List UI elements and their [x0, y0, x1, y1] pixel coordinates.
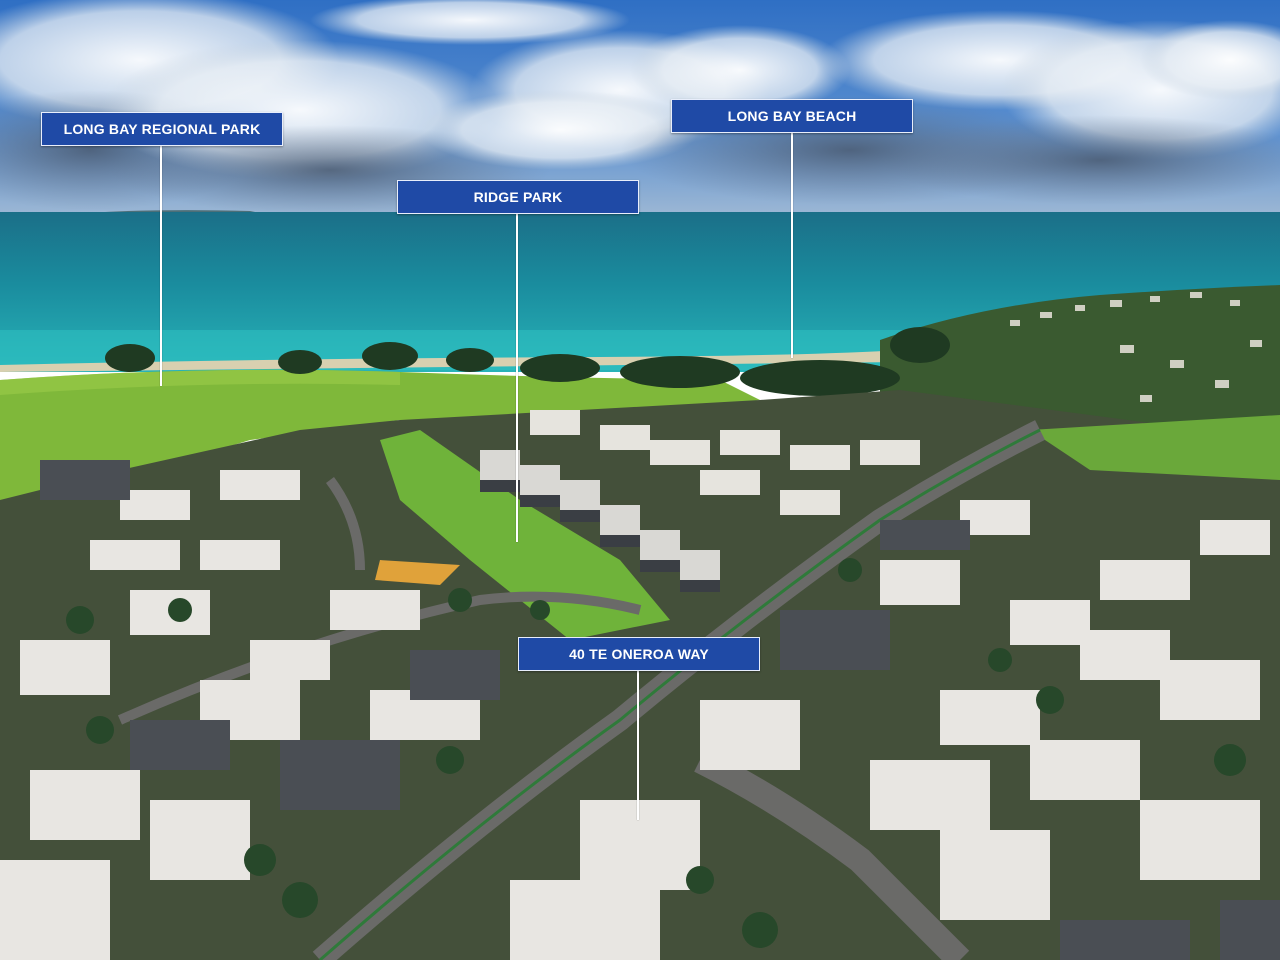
playground	[375, 560, 460, 585]
regional-park-grass	[0, 369, 760, 510]
tree-line	[105, 327, 950, 396]
leader-line-ridge-park	[516, 214, 518, 542]
leader-line-regional-park	[160, 146, 162, 386]
leader-line-property	[637, 670, 639, 820]
label-ridge-park: RIDGE PARK	[397, 180, 639, 214]
ridge-park-grass	[380, 430, 670, 640]
label-40-te-oneroa-way: 40 TE ONEROA WAY	[518, 637, 760, 671]
trees	[66, 558, 1246, 948]
houses	[0, 410, 1280, 960]
label-long-bay-beach: LONG BAY BEACH	[671, 99, 913, 133]
leader-line-beach	[791, 133, 793, 358]
label-long-bay-regional-park: LONG BAY REGIONAL PARK	[41, 112, 283, 146]
